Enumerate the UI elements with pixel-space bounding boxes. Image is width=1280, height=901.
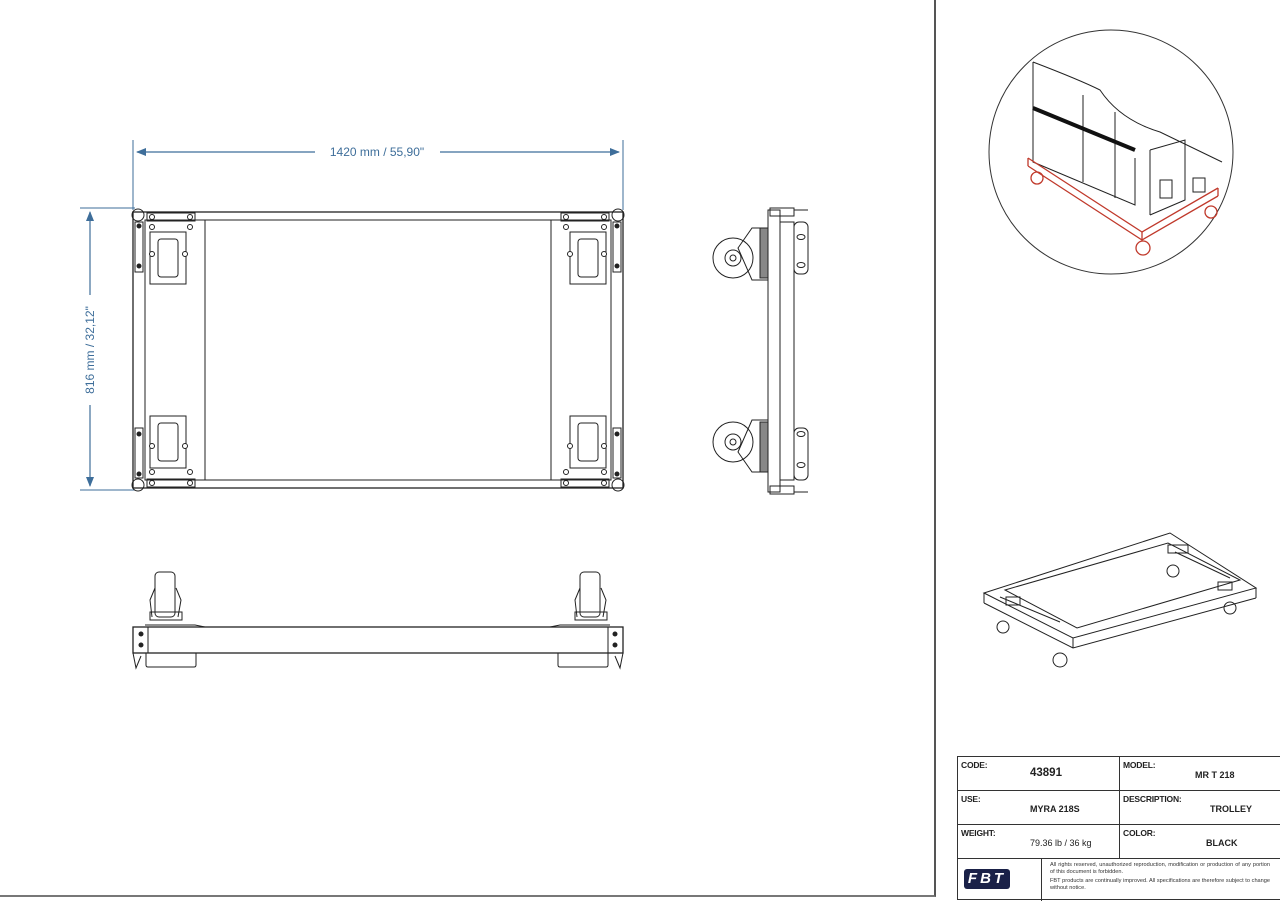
drawing-sheet: 1420 mm / 55,90" 816 mm / 32,12" [0, 0, 936, 897]
title-footer: FBT All rights reserved, unauthorized re… [958, 859, 1280, 901]
use-label: USE: [961, 794, 981, 804]
description-label: DESCRIPTION: [1123, 794, 1182, 804]
legal-text-specs: FBT products are continually improved. A… [1050, 878, 1270, 891]
title-row-use-description: USE: MYRA 218S DESCRIPTION: TROLLEY [958, 791, 1280, 825]
weight-label: WEIGHT: [961, 828, 996, 838]
description-cell: DESCRIPTION: TROLLEY [1120, 791, 1280, 824]
model-cell: MODEL: MR T 218 [1120, 757, 1280, 790]
description-value: TROLLEY [1210, 804, 1252, 814]
code-label: CODE: [961, 760, 988, 770]
height-dimension: 816 mm / 32,12" [80, 207, 135, 491]
top-view [131, 208, 625, 492]
color-label: COLOR: [1123, 828, 1156, 838]
model-label: MODEL: [1123, 760, 1156, 770]
legal-notice: All rights reserved, unauthorized reprod… [1050, 862, 1270, 894]
color-value: BLACK [1206, 838, 1238, 848]
weight-cell: WEIGHT: 79.36 lb / 36 kg [958, 825, 1120, 858]
color-cell: COLOR: BLACK [1120, 825, 1280, 858]
height-dimension-label: 816 mm / 32,12" [83, 306, 97, 394]
isometric-drawings [982, 29, 1258, 668]
technical-drawing: 1420 mm / 55,90" 816 mm / 32,12" [80, 140, 809, 670]
code-value: 43891 [1030, 767, 1062, 779]
title-row-weight-color: WEIGHT: 79.36 lb / 36 kg COLOR: BLACK [958, 825, 1280, 859]
side-view [712, 207, 809, 495]
isometric-view [982, 532, 1258, 668]
model-value: MR T 218 [1195, 770, 1235, 780]
detail-isometric-view [988, 29, 1234, 275]
side-panel [938, 0, 1280, 900]
use-value: MYRA 218S [1030, 804, 1080, 814]
code-cell: CODE: 43891 [958, 757, 1120, 790]
weight-value: 79.36 lb / 36 kg [1030, 838, 1092, 848]
width-dimension: 1420 mm / 55,90" [132, 140, 624, 210]
legal-text-rights: All rights reserved, unauthorized reprod… [1050, 862, 1270, 875]
logo-cell: FBT [958, 859, 1042, 901]
title-block: CODE: 43891 MODEL: MR T 218 USE: MYRA 21… [957, 756, 1280, 901]
front-view [132, 571, 624, 670]
title-row-code-model: CODE: 43891 MODEL: MR T 218 [958, 757, 1280, 791]
width-dimension-label: 1420 mm / 55,90" [330, 145, 424, 159]
fbt-logo: FBT [964, 869, 1010, 889]
use-cell: USE: MYRA 218S [958, 791, 1120, 824]
